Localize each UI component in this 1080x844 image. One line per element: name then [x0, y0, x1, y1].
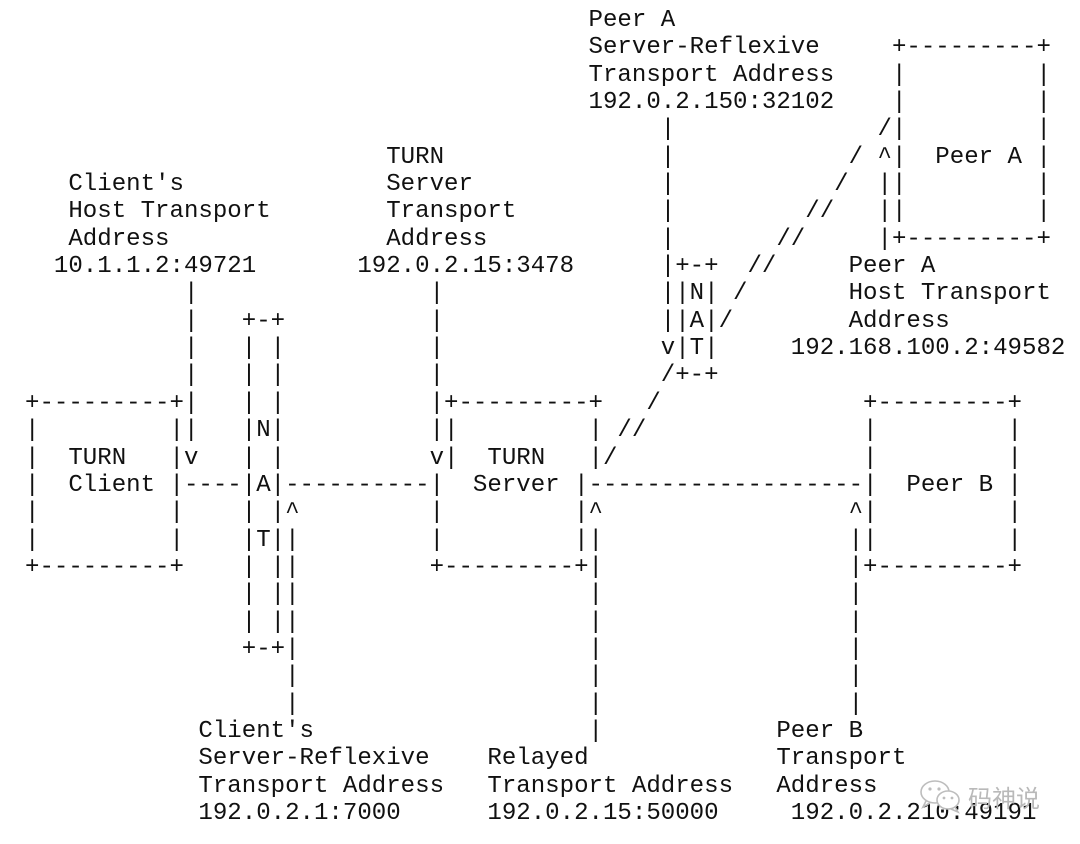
- diagram-line: TURN | / ^| Peer A |: [25, 143, 1051, 171]
- diagram-line: | /| |: [25, 116, 1051, 144]
- diagram-line: | || | |: [25, 608, 864, 636]
- wechat-icon: [918, 778, 964, 814]
- watermark: 码神说: [918, 778, 1040, 814]
- diagram-line: | | | | /+-+: [25, 362, 719, 390]
- diagram-line: | +-+ | ||A|/ Address: [25, 307, 950, 335]
- diagram-line: 192.0.2.1:7000 192.0.2.15:50000 192.0.2.…: [25, 799, 1037, 827]
- diagram-line: Transport Address | |: [25, 61, 1051, 89]
- diagram-line: | | ||N| / Host Transport: [25, 280, 1051, 308]
- diagram-line: | | |T|| | || || |: [25, 526, 1022, 554]
- diagram-line: Client's Server | / || |: [25, 171, 1051, 199]
- diagram-line: Host Transport Transport | // || |: [25, 198, 1051, 226]
- diagram-line: 192.0.2.150:32102 | |: [25, 89, 1051, 117]
- diagram-line: | | |: [25, 690, 864, 718]
- diagram-line: | TURN |v | | v| TURN |/ | |: [25, 444, 1022, 472]
- turn-topology-ascii-diagram: Peer A Server-Reflexive +---------+ Tran…: [25, 7, 1065, 827]
- watermark-text: 码神说: [968, 784, 1040, 813]
- diagram-line: Server-Reflexive Relayed Transport: [25, 745, 907, 773]
- diagram-line: | | | | v|T| 192.168.100.2:49582: [25, 335, 1066, 363]
- diagram-line: Transport Address Transport Address Addr…: [25, 772, 878, 800]
- diagram-line: | | |: [25, 663, 864, 691]
- diagram-line: Client's | Peer B: [25, 717, 864, 745]
- diagram-line: 10.1.1.2:49721 192.0.2.15:3478 |+-+ // P…: [25, 253, 936, 281]
- diagram-line: +-+| | |: [25, 635, 864, 663]
- diagram-line: | || | |: [25, 581, 864, 609]
- diagram-line: | || |N| || | // | |: [25, 417, 1022, 445]
- diagram-line: +---------+| | | |+---------+ / +-------…: [25, 389, 1022, 417]
- diagram-line: Address Address | // |+---------+: [25, 225, 1051, 253]
- diagram-line: Peer A: [25, 7, 676, 34]
- diagram-line: | Client |----|A|----------| Server |---…: [25, 471, 1022, 499]
- diagram-line: +---------+ | || +---------+| |+--------…: [25, 553, 1022, 581]
- diagram-line: | | | |^ | |^ ^| |: [25, 499, 1022, 527]
- diagram-line: Server-Reflexive +---------+: [25, 34, 1051, 62]
